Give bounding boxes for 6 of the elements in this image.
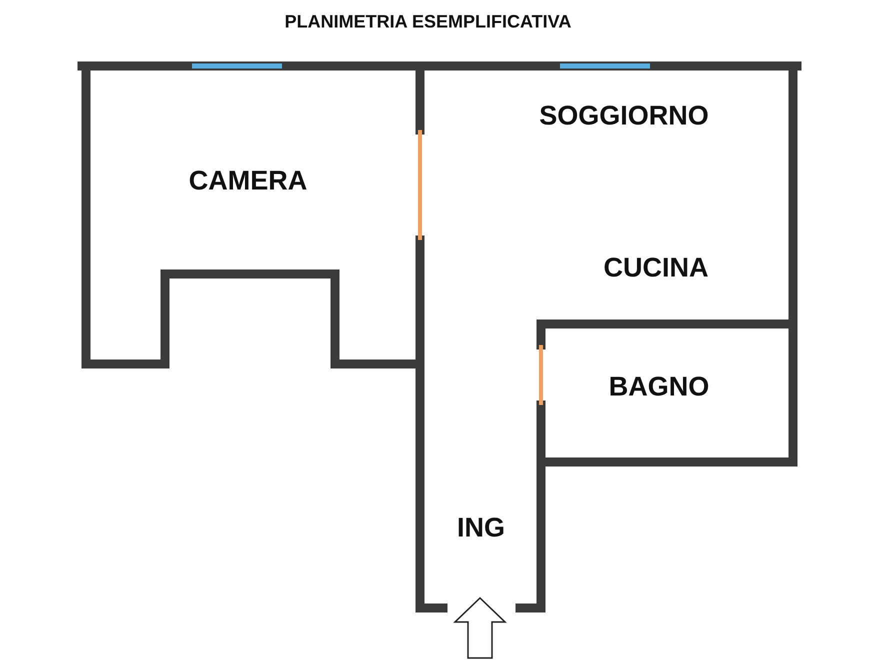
room-label: CAMERA (188, 166, 308, 196)
room-label: CUCINA (604, 252, 708, 284)
room-label: SOGGIORNO (539, 100, 709, 132)
plan-title: PLANIMETRIA ESEMPLIFICATIVA (284, 12, 572, 32)
room-label: BAGNO (608, 372, 710, 402)
room-label: ING (457, 512, 505, 544)
